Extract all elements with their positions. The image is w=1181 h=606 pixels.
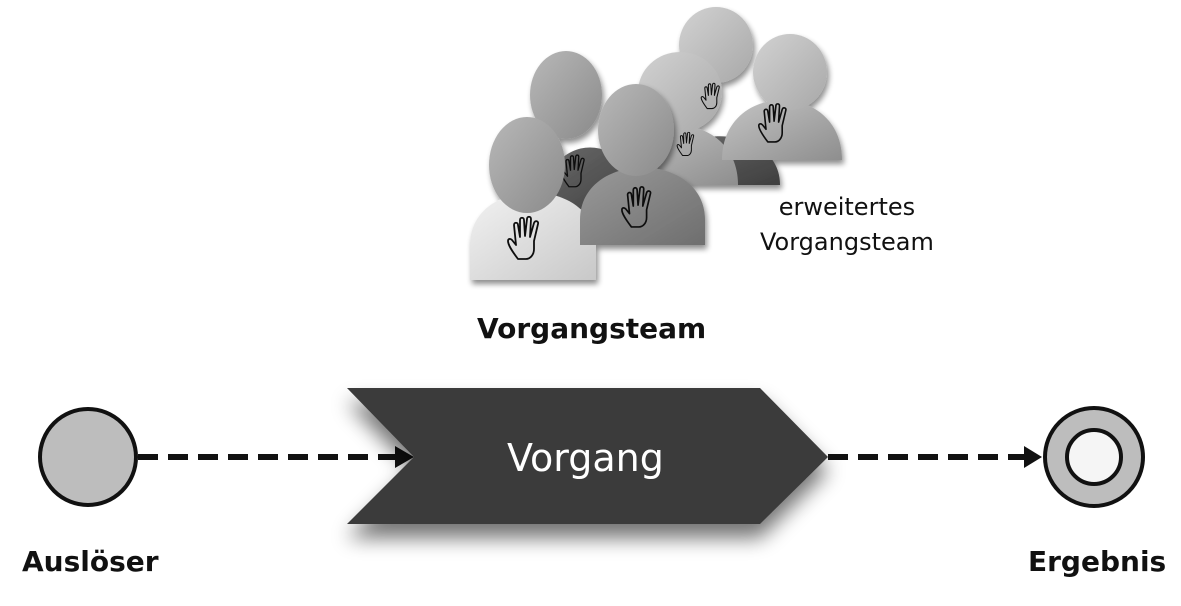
- core-team-group: [470, 51, 705, 280]
- extended-team-label-line1: erweitertes: [778, 193, 916, 221]
- process-label: Vorgang: [507, 436, 664, 480]
- core-team-label: Vorgangsteam: [477, 312, 707, 345]
- process-chevron: [347, 388, 828, 524]
- result-label: Ergebnis: [1028, 545, 1167, 578]
- person-icon: [722, 34, 842, 160]
- trigger-label: Auslöser: [22, 545, 159, 578]
- extended-team-label-line2: Vorgangsteam: [760, 228, 934, 256]
- person-icon: [470, 117, 596, 280]
- trigger-start-event: [38, 407, 138, 507]
- dashed-arrow-icon: [828, 446, 1042, 468]
- result-end-event: [1043, 406, 1145, 508]
- extended-team-label: erweitertes Vorgangsteam: [760, 190, 934, 260]
- person-icon: [580, 84, 705, 245]
- dashed-arrow-icon: [138, 446, 414, 468]
